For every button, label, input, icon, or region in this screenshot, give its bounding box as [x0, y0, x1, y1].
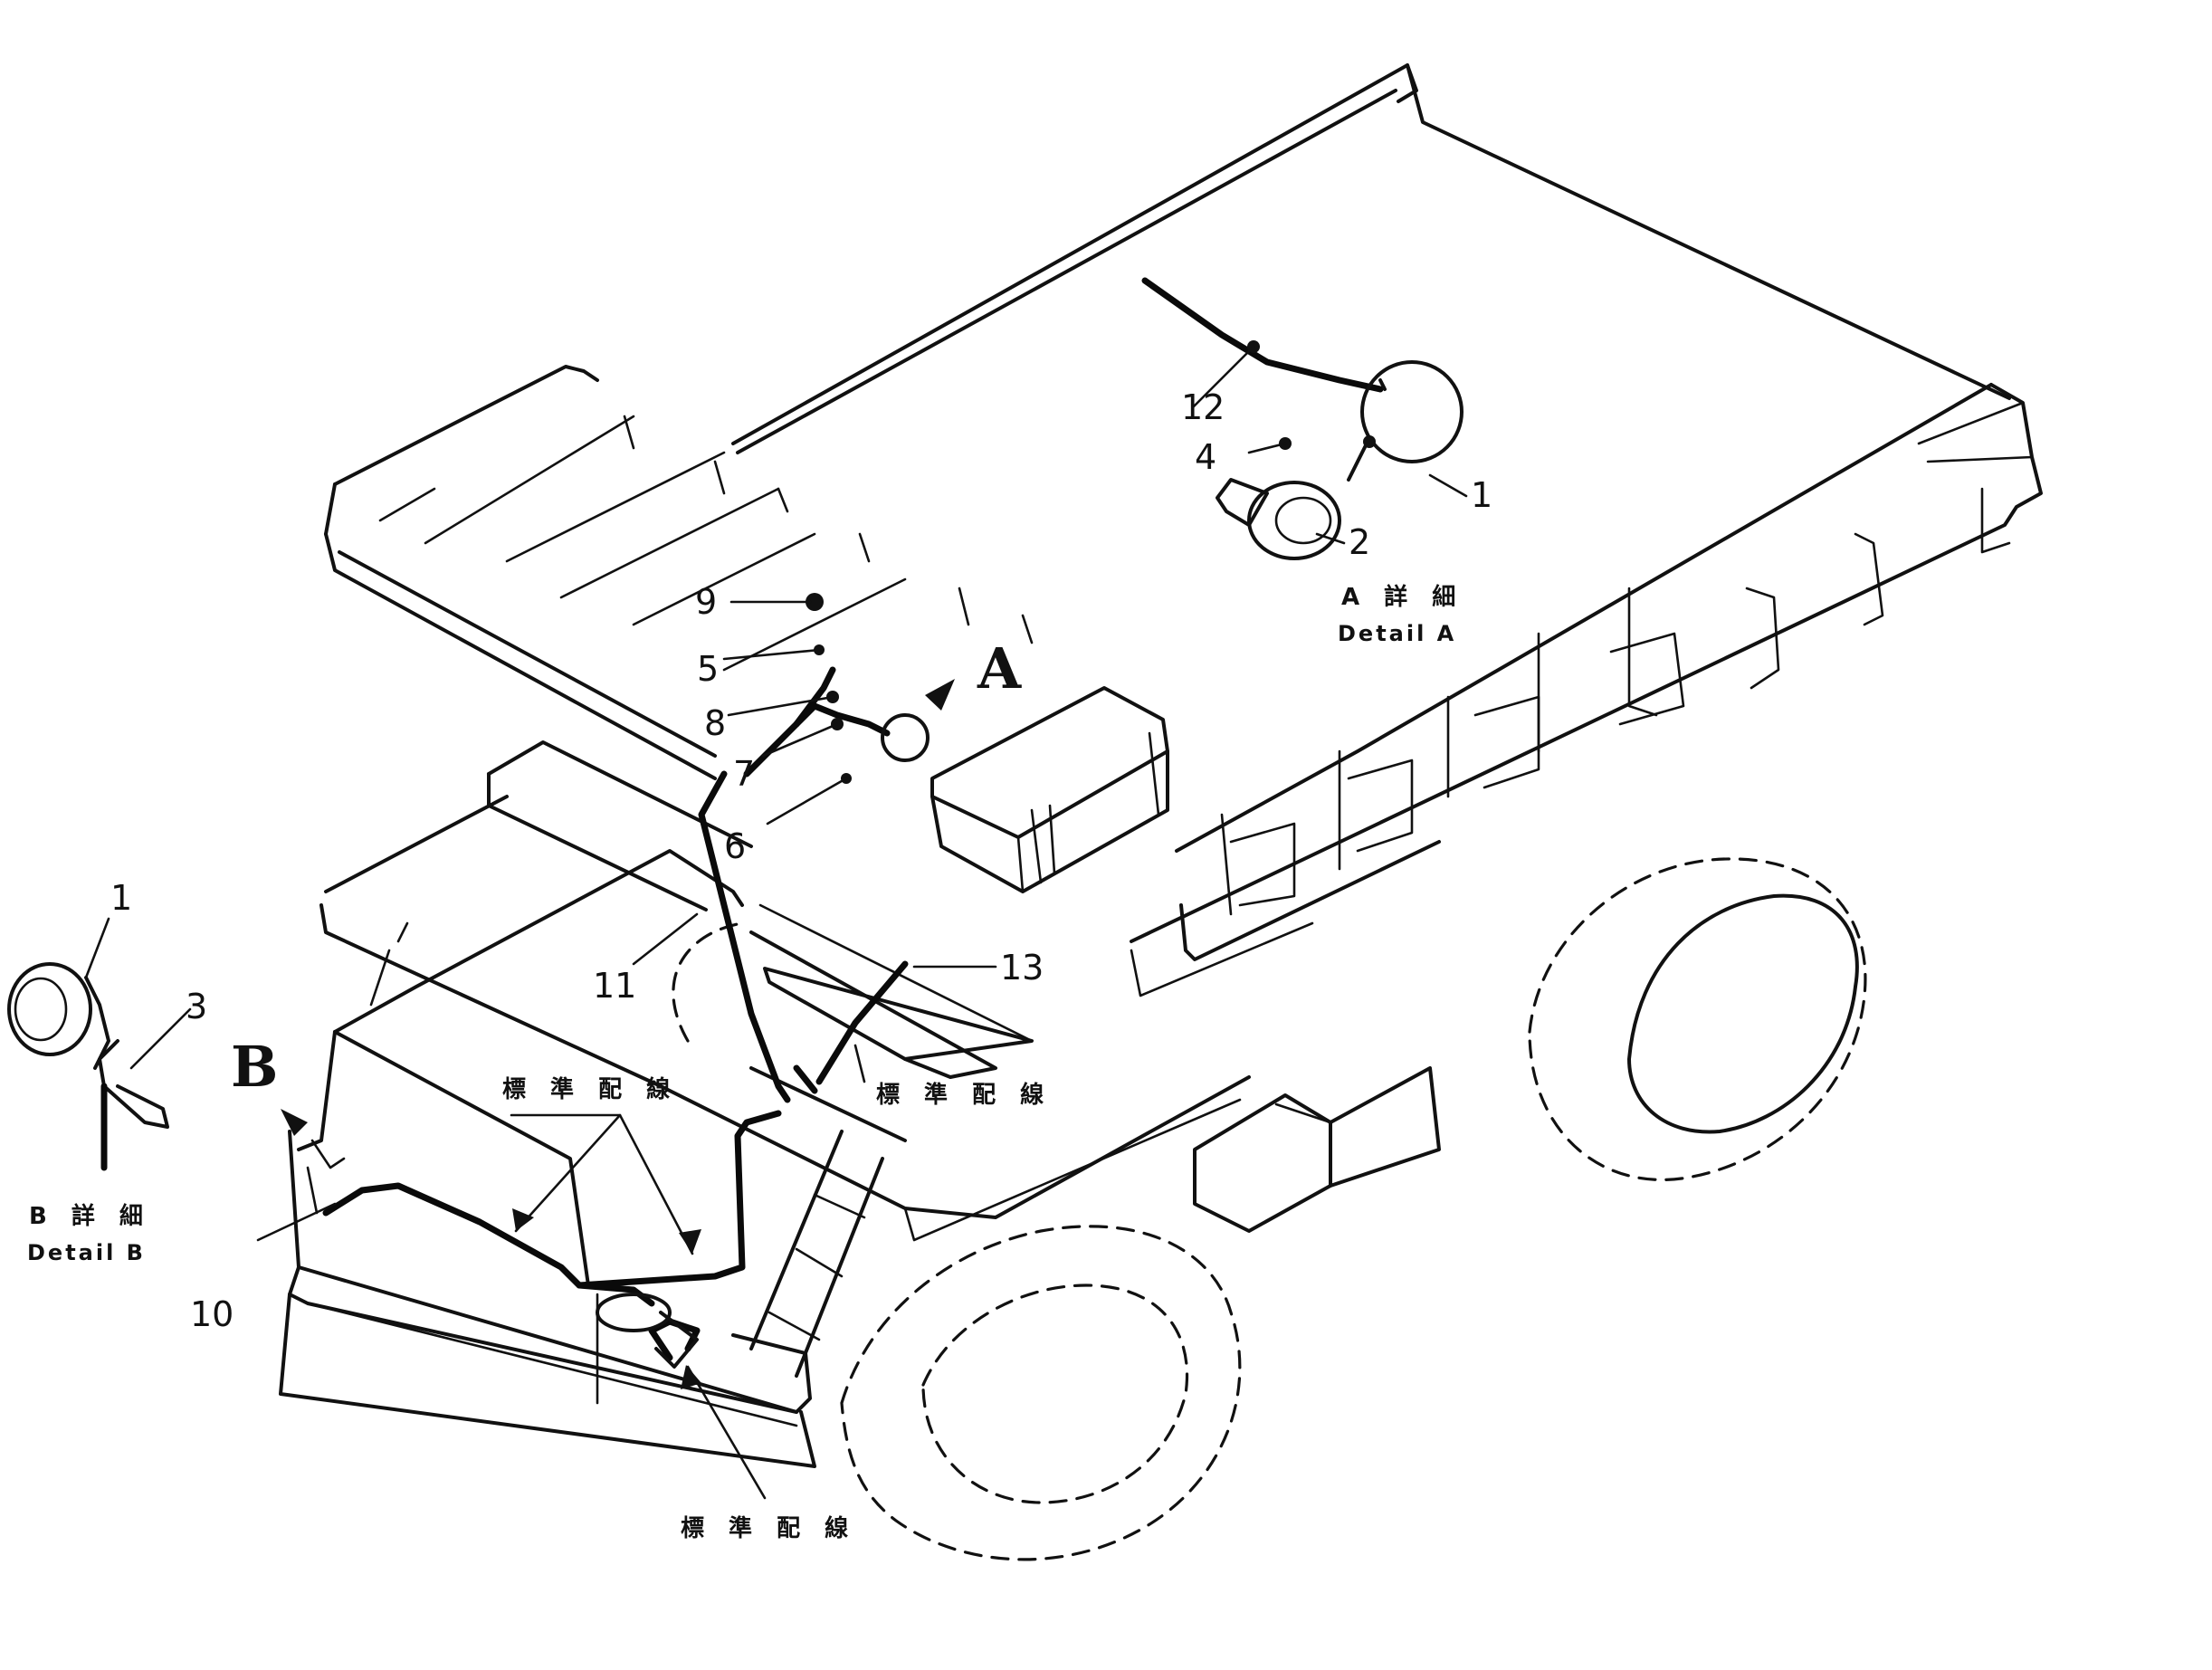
- wheels: [672, 857, 1867, 1561]
- upper-deck: [324, 365, 1034, 780]
- callout-5: 5: [697, 649, 719, 689]
- view-arrow-a-label: A: [977, 635, 1022, 701]
- callout-1-detail-b: 1: [110, 878, 132, 918]
- callout-10: 10: [190, 1294, 234, 1334]
- callout-6: 6: [724, 826, 746, 866]
- detail-a-caption-jp: A 詳 細: [1341, 583, 1464, 611]
- callout-numbers: 12 4 1 2 9 5 8 7 6 11 13 1 3 10: [110, 387, 1492, 1334]
- detail-a-caption-en: Detail A: [1338, 621, 1456, 646]
- callout-1-detail-a: 1: [1471, 475, 1492, 515]
- cab-box: [930, 686, 1169, 893]
- detail-b-caption-jp: B 詳 細: [29, 1202, 151, 1230]
- callout-13: 13: [1000, 948, 1044, 988]
- standard-wiring-label-1: 標 準 配 線: [502, 1075, 678, 1103]
- view-arrow-b-label: B: [231, 1034, 278, 1100]
- callout-7: 7: [733, 754, 755, 794]
- callout-12: 12: [1181, 387, 1225, 427]
- detail-b-caption-en: Detail B: [27, 1240, 146, 1265]
- captions: A 詳 細 Detail A B 詳 細 Detail B 標 準 配 線 標 …: [27, 583, 1464, 1542]
- callout-11: 11: [593, 966, 636, 1006]
- standard-wiring-label-3: 標 準 配 線: [681, 1514, 856, 1542]
- wiring-harness: [306, 277, 1384, 1361]
- callout-9: 9: [695, 582, 717, 622]
- callout-2: 2: [1349, 522, 1370, 562]
- detail-a-lamp: [1216, 340, 1464, 560]
- callout-4: 4: [1195, 437, 1216, 477]
- leader-lines: [84, 345, 1468, 1500]
- standard-wiring-label-2: 標 準 配 線: [876, 1081, 1052, 1109]
- callout-8: 8: [704, 703, 726, 743]
- callout-3: 3: [186, 987, 207, 1026]
- lower-deck: [279, 740, 1441, 1468]
- front-headlamp: [596, 1293, 699, 1369]
- dump-body: [731, 63, 2043, 997]
- detail-b-lamp: [7, 962, 169, 1171]
- arrowheads: [281, 679, 955, 1389]
- view-markers: A B: [231, 635, 1022, 1100]
